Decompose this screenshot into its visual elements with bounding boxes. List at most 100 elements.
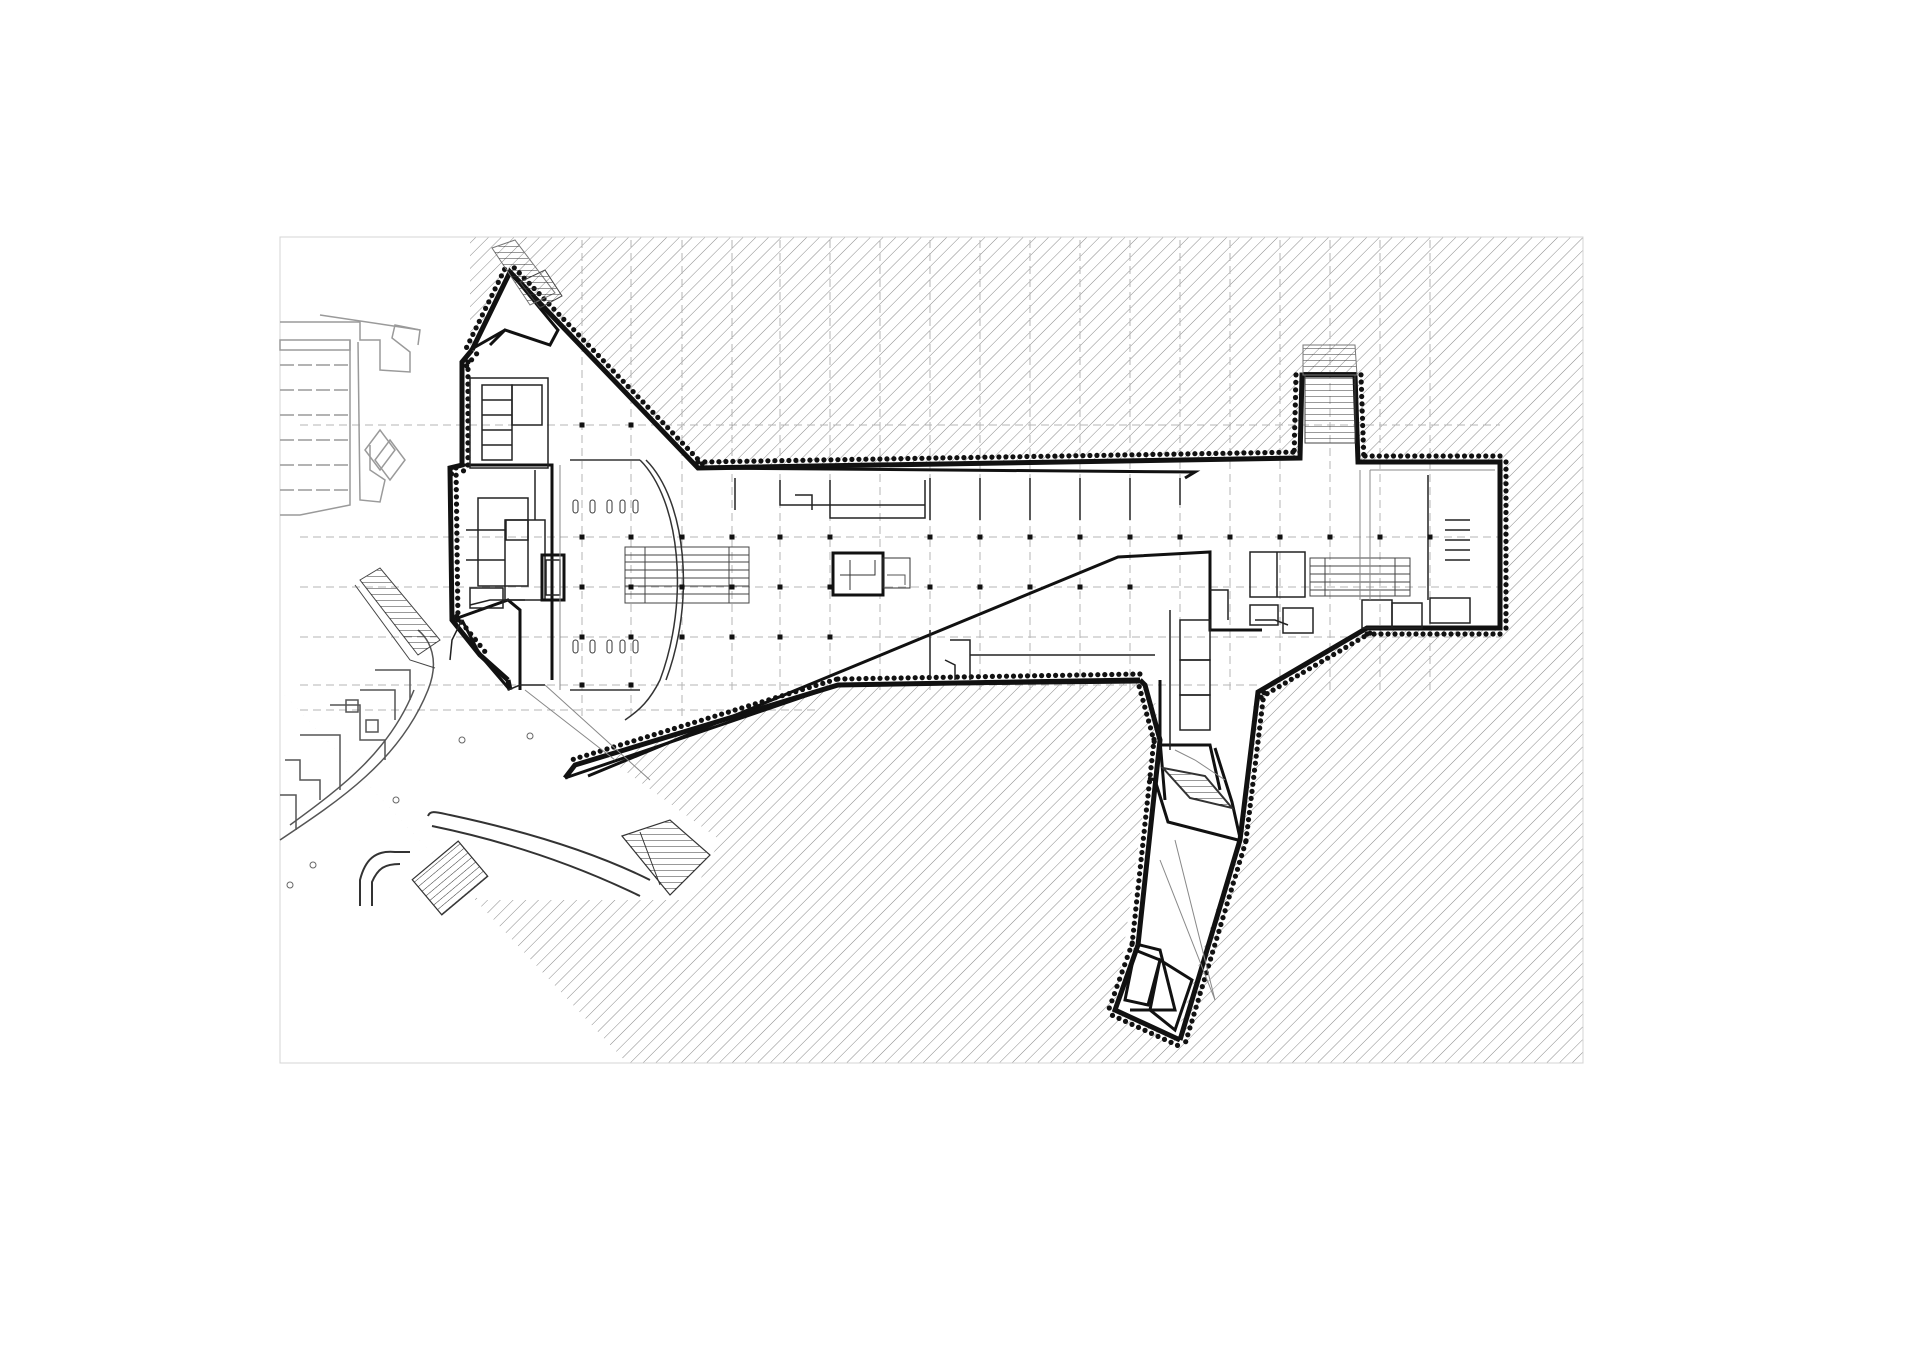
pile-dot bbox=[1129, 941, 1135, 948]
pile-dot bbox=[1227, 450, 1233, 456]
pile-dot bbox=[610, 368, 616, 374]
pile-dot bbox=[1234, 866, 1241, 872]
lower-shaft-openings bbox=[1123, 766, 1235, 1033]
pile-dot bbox=[1483, 453, 1489, 459]
pile-dot bbox=[1503, 509, 1509, 516]
pile-dot bbox=[1270, 687, 1276, 693]
pile-dot bbox=[826, 678, 833, 684]
pile-dot bbox=[695, 459, 701, 465]
pile-dot bbox=[975, 454, 981, 460]
pile-dot bbox=[1399, 631, 1405, 637]
pile-dot bbox=[1133, 906, 1139, 912]
pile-dot bbox=[933, 674, 939, 681]
pile-dot bbox=[1185, 451, 1191, 457]
column bbox=[827, 534, 833, 540]
pile-dot bbox=[492, 286, 498, 292]
pile-dot bbox=[725, 709, 732, 715]
pile-dot bbox=[651, 732, 657, 738]
pile-dot bbox=[1294, 673, 1300, 679]
pile-dot bbox=[1258, 711, 1264, 717]
pile-dot bbox=[1038, 453, 1044, 459]
pile-dot bbox=[551, 306, 557, 312]
pile-dot bbox=[454, 537, 460, 543]
pile-dot bbox=[863, 456, 869, 462]
pile-dot bbox=[835, 457, 841, 463]
pile-dot bbox=[1136, 878, 1142, 884]
pile-dot bbox=[1102, 672, 1108, 678]
pile-dot bbox=[1111, 991, 1118, 997]
pile-dot bbox=[1369, 453, 1375, 459]
pile-dot bbox=[912, 455, 918, 461]
column bbox=[1027, 584, 1033, 590]
pile-dot bbox=[1503, 625, 1509, 631]
pile-dot bbox=[1193, 1004, 1199, 1010]
pile-dot bbox=[1137, 671, 1143, 677]
pile-dot bbox=[454, 566, 460, 572]
pile-dot bbox=[1149, 758, 1155, 764]
context-building-north bbox=[279, 314, 421, 516]
pile-dot bbox=[1136, 684, 1142, 690]
bench bbox=[606, 639, 613, 654]
pile-dot bbox=[477, 642, 483, 649]
pile-dot bbox=[1360, 430, 1366, 436]
pile-dot bbox=[779, 458, 785, 464]
pile-dot bbox=[1426, 453, 1432, 459]
pile-dot bbox=[1252, 760, 1258, 766]
pile-dot bbox=[454, 523, 460, 529]
pile-dot bbox=[1503, 567, 1509, 573]
central-stair-core bbox=[831, 551, 911, 597]
pile-dot bbox=[1168, 1039, 1174, 1045]
pile-dot bbox=[1095, 672, 1101, 678]
pile-dot bbox=[556, 311, 562, 317]
pile-dot bbox=[1253, 753, 1259, 759]
pile-dot bbox=[1241, 846, 1247, 852]
context-building-southwest bbox=[279, 629, 435, 841]
pile-dot bbox=[786, 457, 792, 464]
pile-dot bbox=[1010, 673, 1017, 679]
pile-dot bbox=[1139, 849, 1145, 856]
pile-dot bbox=[1455, 631, 1461, 637]
pile-dot bbox=[595, 352, 602, 359]
pile-dot bbox=[590, 347, 597, 353]
pile-dot bbox=[877, 675, 883, 681]
pile-dot bbox=[1291, 432, 1298, 438]
pile-dot bbox=[1251, 774, 1257, 780]
seating-benches bbox=[572, 499, 639, 654]
column bbox=[1027, 534, 1033, 540]
pile-dot bbox=[1255, 739, 1261, 745]
pile-dot bbox=[1010, 454, 1016, 460]
pile-dot bbox=[1134, 899, 1140, 905]
pile-dot bbox=[671, 725, 678, 732]
column bbox=[777, 534, 783, 540]
pile-dot bbox=[1131, 920, 1137, 926]
column bbox=[579, 682, 585, 688]
pile-dot bbox=[1490, 631, 1496, 637]
column bbox=[729, 634, 735, 640]
pile-dot bbox=[454, 573, 460, 580]
bench bbox=[572, 639, 579, 654]
pile-dot bbox=[1147, 772, 1153, 778]
pile-dot bbox=[1503, 546, 1509, 552]
pile-dot bbox=[1282, 680, 1288, 686]
pile-dot bbox=[624, 740, 630, 746]
pile-dot bbox=[1248, 795, 1254, 802]
pile-dot bbox=[982, 674, 989, 680]
pile-dot bbox=[570, 756, 576, 762]
pile-dot bbox=[1220, 450, 1226, 456]
pile-dot bbox=[635, 394, 641, 400]
pile-dot bbox=[1358, 379, 1364, 385]
pile-dot bbox=[746, 703, 752, 709]
pile-dot bbox=[1371, 631, 1377, 637]
pile-dot bbox=[772, 458, 778, 464]
pile-dot bbox=[1312, 662, 1319, 668]
pile-dot bbox=[1187, 1025, 1193, 1031]
pile-dot bbox=[684, 445, 691, 451]
pile-dot bbox=[1503, 611, 1509, 617]
pile-dot bbox=[453, 501, 460, 507]
pile-dot bbox=[1106, 1005, 1112, 1011]
pile-dot bbox=[1360, 422, 1366, 429]
pile-dot bbox=[716, 459, 722, 465]
pile-dot bbox=[655, 414, 661, 420]
pile-dot bbox=[581, 337, 587, 343]
